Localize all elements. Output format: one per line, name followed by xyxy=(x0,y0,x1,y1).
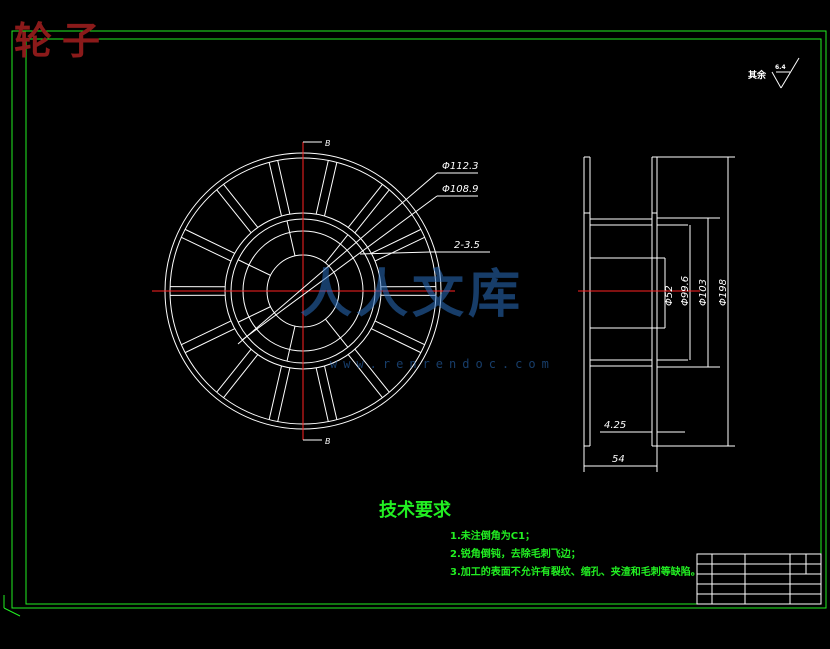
spoke xyxy=(185,229,235,253)
dim-holes: 2-3.5 xyxy=(454,240,480,251)
tech-requirement-3: 3.加工的表面不允许有裂纹、缩孔、夹渣和毛刺等缺陷。 xyxy=(450,563,701,578)
inner-rib xyxy=(287,326,295,361)
section-mark-top: B xyxy=(325,139,331,148)
spoke xyxy=(181,237,231,261)
spoke xyxy=(217,190,251,233)
spoke xyxy=(224,355,258,398)
watermark-text: 人人文库 xyxy=(300,252,524,327)
dim-outer-diameter: Φ112.3 xyxy=(442,161,479,172)
spoke xyxy=(355,190,389,233)
roughness-symbol xyxy=(772,58,799,88)
title-block xyxy=(697,554,821,604)
spoke xyxy=(217,349,251,392)
spoke xyxy=(181,321,231,345)
stamp-title: 轮子 xyxy=(14,10,110,65)
inner-rib xyxy=(238,260,270,276)
section-mark-bottom: B xyxy=(325,437,331,446)
spoke xyxy=(224,184,258,227)
roughness-label: 其余 xyxy=(748,69,767,81)
dim-99-6: Φ99.6 xyxy=(680,276,691,306)
spoke xyxy=(371,229,421,253)
inner-rib xyxy=(287,221,295,256)
dim-54: 54 xyxy=(612,454,625,465)
watermark-url: www.renrendoc.com xyxy=(330,357,555,371)
dim-inner-diameter: Φ108.9 xyxy=(442,184,479,195)
dim-4-25: 4.25 xyxy=(604,420,626,431)
spoke xyxy=(371,329,421,353)
spoke xyxy=(185,329,235,353)
tech-requirement-2: 2.锐角倒钝，去除毛刺飞边； xyxy=(450,545,581,560)
tech-requirements-title: 技术要求 xyxy=(0,496,830,522)
dim-52: Φ52 xyxy=(664,285,675,306)
dim-198: Φ198 xyxy=(718,279,729,306)
dim-103: Φ103 xyxy=(698,279,709,306)
spoke xyxy=(348,184,382,227)
tech-requirement-1: 1.未注倒角为C1； xyxy=(450,527,535,542)
roughness-value: 6.4 xyxy=(775,64,786,71)
